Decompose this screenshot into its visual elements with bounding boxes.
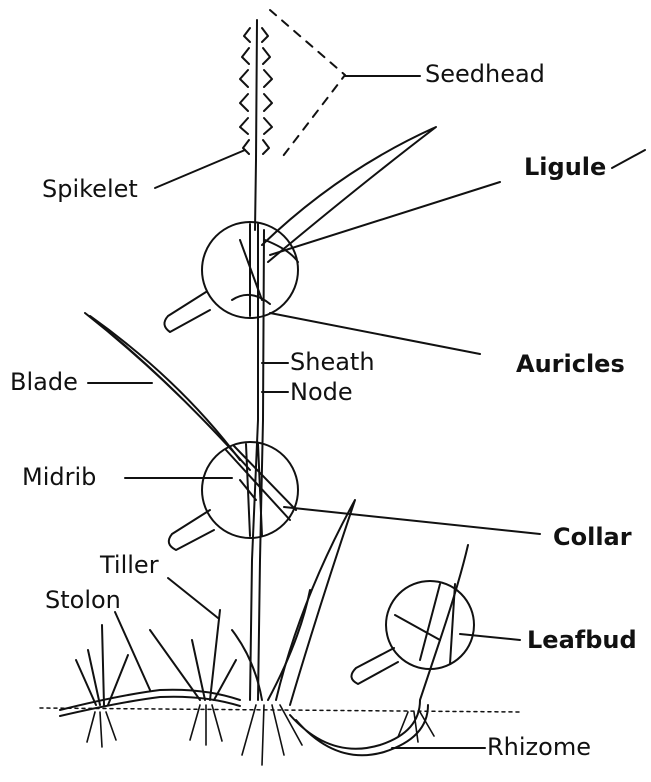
stolon-drawing — [60, 690, 240, 716]
leader-collar — [284, 507, 540, 534]
blade-drawing — [85, 313, 250, 470]
leader-tiller — [168, 578, 218, 618]
leafbud-inset — [351, 581, 474, 684]
ground-line — [40, 708, 520, 712]
label-midrib: Midrib — [22, 465, 96, 489]
label-leafbud: Leafbud — [527, 628, 637, 652]
seedhead-drawing — [240, 10, 345, 230]
collar-inset — [169, 442, 298, 550]
label-rhizome: Rhizome — [487, 735, 591, 759]
label-stolon: Stolon — [45, 588, 121, 612]
label-blade: Blade — [10, 370, 78, 394]
label-auricles: Auricles — [516, 352, 625, 376]
leader-leafbud — [460, 634, 520, 640]
label-spikelet: Spikelet — [42, 177, 138, 201]
label-seedhead: Seedhead — [425, 62, 545, 86]
leader-ligule — [270, 182, 500, 255]
label-collar: Collar — [553, 525, 632, 549]
label-node: Node — [290, 380, 353, 404]
label-ligule: Ligule — [524, 155, 606, 179]
roots — [87, 705, 434, 765]
leader-spikelet — [155, 150, 245, 188]
label-sheath: Sheath — [290, 350, 375, 374]
label-tiller: Tiller — [100, 553, 159, 577]
leader-stolon — [115, 612, 150, 690]
leader-ligule-tail — [612, 150, 645, 168]
